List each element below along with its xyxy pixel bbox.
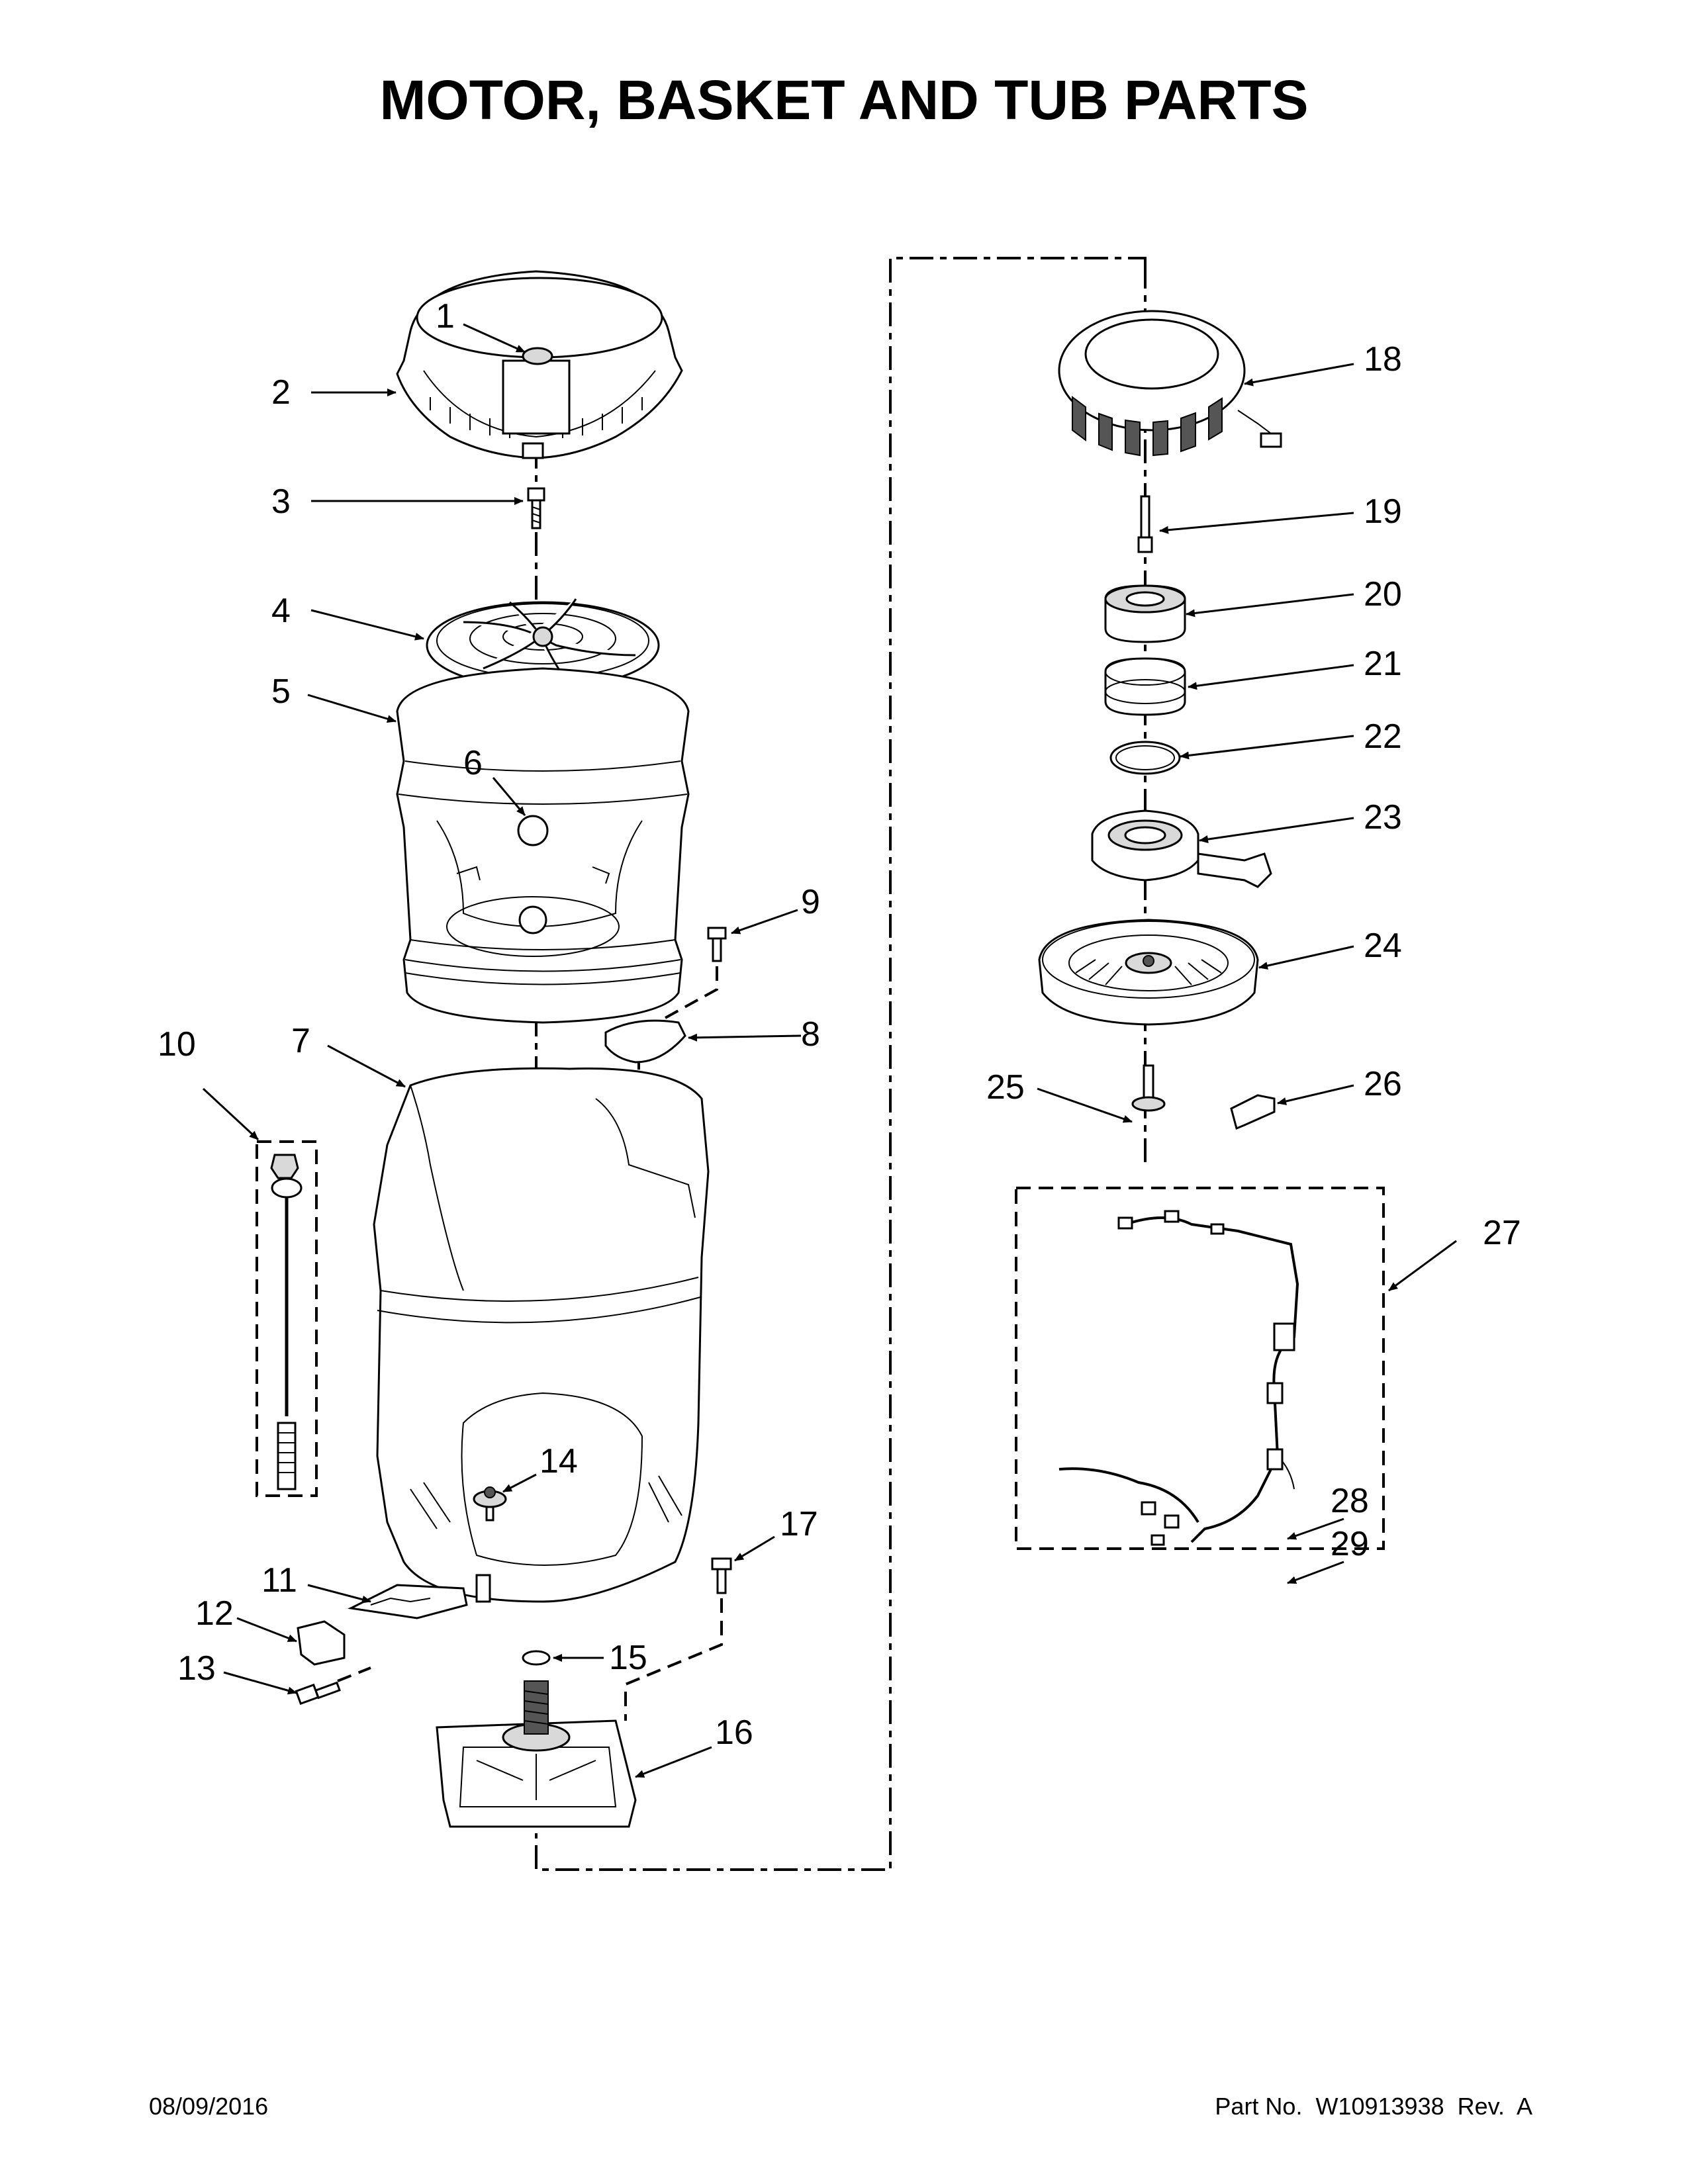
callout-19: 19	[1364, 492, 1402, 531]
callout-17: 17	[780, 1505, 818, 1543]
callout-18: 18	[1364, 340, 1402, 379]
callout-23: 23	[1364, 798, 1402, 837]
valve-part-14	[473, 1486, 507, 1522]
connector-dash-line	[535, 257, 1147, 1871]
callout-25: 25	[986, 1068, 1025, 1107]
callout-labels: 1 2 3 4 5 6 7 8 9 10 11 12 13 14 15 16 1…	[158, 297, 1521, 1752]
callout-12: 12	[195, 1594, 234, 1633]
cap-part	[522, 347, 553, 365]
dash-line-13	[337, 1666, 371, 1682]
callout-22: 22	[1364, 717, 1402, 756]
tub-part	[373, 1067, 710, 1603]
callout-21: 21	[1364, 645, 1402, 683]
callout-9: 9	[801, 883, 820, 921]
callout-4: 4	[271, 592, 291, 630]
callout-13: 13	[177, 1649, 216, 1688]
callout-26: 26	[1364, 1065, 1402, 1103]
bracket-part-11	[348, 1584, 468, 1619]
dash-line-17	[624, 1598, 723, 1721]
callout-1: 1	[436, 297, 455, 336]
callout-29: 29	[1331, 1525, 1369, 1563]
footer-part-number: Part No. W10913938 Rev. A	[1215, 2093, 1532, 2120]
screw-part-9	[707, 927, 727, 962]
footer-date: 08/09/2016	[149, 2093, 268, 2120]
callout-14: 14	[539, 1442, 578, 1480]
rotor-part	[1038, 919, 1259, 1026]
shield-part-8	[604, 1019, 686, 1064]
callout-8: 8	[801, 1015, 820, 1054]
screw-part-17	[711, 1557, 732, 1594]
bearing-part	[1104, 584, 1186, 643]
leader-lines	[202, 323, 1457, 1778]
hanger-rod-part	[270, 1154, 303, 1490]
callout-5: 5	[271, 672, 291, 711]
screw-part-13	[295, 1681, 341, 1706]
callout-27: 27	[1483, 1214, 1521, 1252]
hanger-rod-box	[256, 1140, 318, 1497]
callout-10: 10	[158, 1025, 196, 1064]
callout-3: 3	[271, 482, 291, 521]
callout-28: 28	[1331, 1482, 1369, 1520]
bearing-housing-part	[1091, 809, 1272, 888]
basket-part	[396, 667, 690, 1024]
seal-ring-part-15	[522, 1650, 551, 1666]
sensor-bracket-part	[1230, 1094, 1276, 1130]
callout-2: 2	[271, 373, 291, 412]
diagram-title: MOTOR, BASKET AND TUB PARTS	[379, 69, 1308, 131]
wire-harness-box	[1015, 1187, 1385, 1550]
callout-16: 16	[715, 1713, 753, 1752]
bolt-part	[527, 487, 545, 529]
drive-base-part	[436, 1680, 637, 1828]
clip-part-12	[297, 1620, 346, 1666]
callout-15: 15	[609, 1639, 647, 1677]
stud-part	[1131, 1064, 1166, 1112]
sleeve-part	[1104, 657, 1186, 716]
stator-part	[1058, 310, 1282, 457]
callout-6: 6	[463, 744, 483, 782]
callout-11: 11	[261, 1561, 297, 1600]
callout-7: 7	[291, 1022, 310, 1060]
o-ring-part	[1109, 741, 1181, 775]
callout-20: 20	[1364, 575, 1402, 614]
callout-24: 24	[1364, 927, 1402, 965]
shaft-bolt-part	[1137, 495, 1153, 553]
wire-harness-part	[1058, 1210, 1299, 1546]
